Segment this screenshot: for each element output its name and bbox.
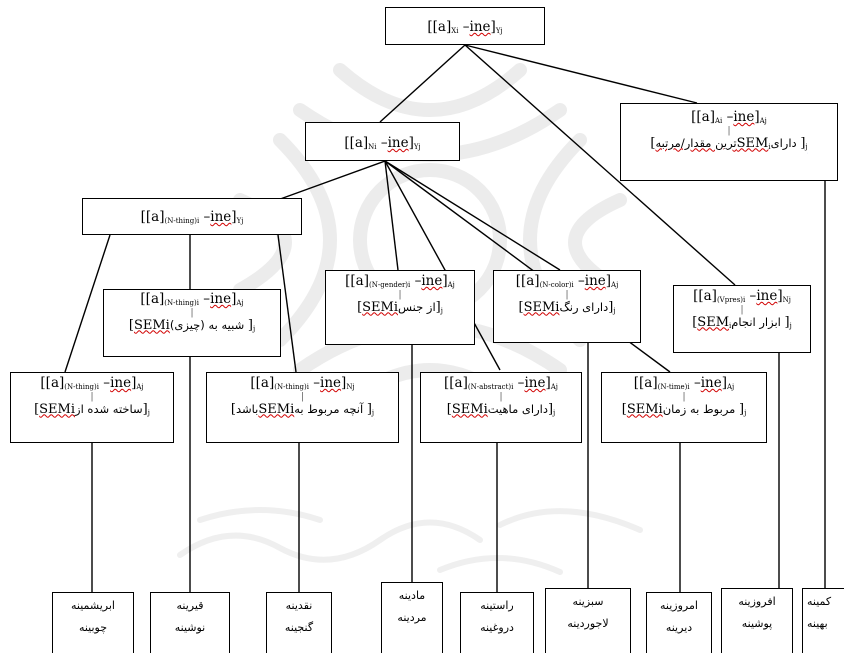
separator-bar: | <box>727 125 731 136</box>
leaf-example-words: راستینه دروغینه <box>460 592 534 653</box>
leaf-example-words: امروزینه دیرینه <box>646 592 712 653</box>
leaf-example-words: کمینه بهینه <box>802 588 844 653</box>
edge-ni-ngender <box>384 160 399 271</box>
edge-ni-nthing <box>271 160 386 203</box>
leaf-word: مردینه <box>397 611 427 624</box>
leaf-example-words: قیرینه نوشینه <box>150 592 230 653</box>
schema-text: [[a](Vpres)i –ine]Nj <box>693 288 791 304</box>
semantic-text: [باشدSEMiآنچه مربوط به ]j <box>230 401 375 417</box>
leaf-word: بهینه <box>807 617 828 630</box>
separator-bar: | <box>499 391 503 402</box>
schema-text: [[a]Ni –ine]Yj <box>344 135 421 151</box>
leaf-example-words: سبزینه لاجوردینه <box>545 588 631 653</box>
leaf-word: پوشینه <box>741 617 773 630</box>
leaf-word: دروغینه <box>480 621 514 634</box>
leaf-example-words: نقدینه گنجینه <box>266 592 332 653</box>
schema-text: [[a](N-gender)i –ine]Aj <box>345 273 455 289</box>
leaf-word: راستینه <box>480 599 514 612</box>
node-ncolor: [[a](N-color)i –ine]Aj | [SEMiدارای رنگ]… <box>493 270 641 343</box>
node-adjective-superlative: [[a]Ai –ine]Aj | [ترین مقدار/مرتبهSEMiدا… <box>620 103 838 181</box>
edge-lines <box>64 44 826 592</box>
node-root-schema: [[a]Xi –ine]Yj <box>385 7 545 45</box>
leaf-word: امروزینه <box>660 599 698 612</box>
leaf-word: نقدینه <box>285 599 313 612</box>
schema-text: [[a](N-color)i –ine]Aj <box>515 273 619 289</box>
schema-text: [[a](N-thing)i –ine]Nj <box>250 375 355 391</box>
separator-bar: | <box>682 391 686 402</box>
schema-text: [[a](N-thing)i –ine]Yj <box>140 209 244 225</box>
edge-ni-ncolor <box>384 160 561 271</box>
leaf-example-words: افروزینه پوشینه <box>721 588 793 653</box>
edge-root-ai <box>464 44 698 104</box>
node-nthing-similar: [[a](N-thing)i –ine]Aj | [SEMi(چیزی) شبی… <box>103 289 281 357</box>
node-nthing-made-of: [[a](N-thing)i –ine]Aj | [SEMiساخته شده … <box>10 372 174 443</box>
leaf-word: چوبینه <box>78 621 108 634</box>
schema-text: [[a](N-time)i –ine]Aj <box>633 375 735 391</box>
leaf-word: ابریشمینه <box>71 599 115 612</box>
schema-text: [[a](N-abstract)i –ine]Aj <box>444 375 558 391</box>
leaf-word: دیرینه <box>665 621 693 634</box>
node-vpres-instrument: [[a](Vpres)i –ine]Nj | [SEMiابزار انجام … <box>673 285 811 353</box>
semantic-text: [SEMiاز جنس]j <box>357 299 443 315</box>
leaf-word: کمینه <box>807 595 832 608</box>
separator-bar: | <box>740 304 744 315</box>
semantic-text: [SEMiساخته شده از]j <box>34 401 150 417</box>
separator-bar: | <box>300 391 305 402</box>
schema-text: [[a]Xi –ine]Yj <box>427 19 503 35</box>
edge-root-vpres <box>464 44 736 286</box>
separator-bar: | <box>565 289 569 300</box>
semantic-text: [SEMi(چیزی) شبیه به ]j <box>128 317 256 333</box>
node-nabstract: [[a](N-abstract)i –ine]Aj | [SEMiدارای م… <box>420 372 582 443</box>
leaf-word: گنجینه <box>284 621 314 634</box>
separator-bar: | <box>398 289 402 300</box>
semantic-text: [SEMiدارای ماهیت]j <box>446 401 556 417</box>
node-ntime: [[a](N-time)i –ine]Aj | [SEMiمربوط به زم… <box>601 372 767 443</box>
schema-text: [[a]Ai –ine]Aj <box>691 109 767 125</box>
node-nthing-schema: [[a](N-thing)i –ine]Yj <box>82 198 302 235</box>
edge-ni-nabstract <box>384 160 501 371</box>
schema-text: [[a](N-thing)i –ine]Aj <box>140 291 244 307</box>
leaf-word: نوشینه <box>174 621 206 634</box>
node-ngender: [[a](N-gender)i –ine]Aj | [SEMiاز جنس]j <box>325 270 475 345</box>
leaf-word: مادینه <box>398 589 426 602</box>
semantic-text: [ترین مقدار/مرتبهSEMiدارای ]j <box>650 135 808 151</box>
semantic-text: [SEMiدارای رنگ]j <box>518 299 616 315</box>
separator-bar: | <box>190 307 194 318</box>
leaf-word: سبزینه <box>572 595 604 608</box>
node-noun-schema: [[a]Ni –ine]Yj <box>305 122 460 161</box>
semantic-text: [SEMiابزار انجام ]j <box>692 314 792 330</box>
node-nthing-related-noun: [[a](N-thing)i –ine]Nj | [باشدSEMiآنچه م… <box>206 372 399 443</box>
leaf-word: قیرینه <box>176 599 204 612</box>
schema-text: [[a](N-thing)i –ine]Aj <box>40 375 144 391</box>
semantic-text: [SEMiمربوط به زمان ]j <box>621 401 747 417</box>
edge-nthing-nj <box>277 234 297 373</box>
separator-bar: | <box>90 391 94 402</box>
leaf-example-words: مادینه مردینه <box>381 582 443 653</box>
leaf-word: افروزینه <box>738 595 776 608</box>
edge-nthing-made <box>64 234 111 373</box>
edge-root-ni <box>379 44 466 123</box>
leaf-example-words: ابریشمینه چوبینه <box>52 592 134 653</box>
leaf-word: لاجوردینه <box>567 617 609 630</box>
